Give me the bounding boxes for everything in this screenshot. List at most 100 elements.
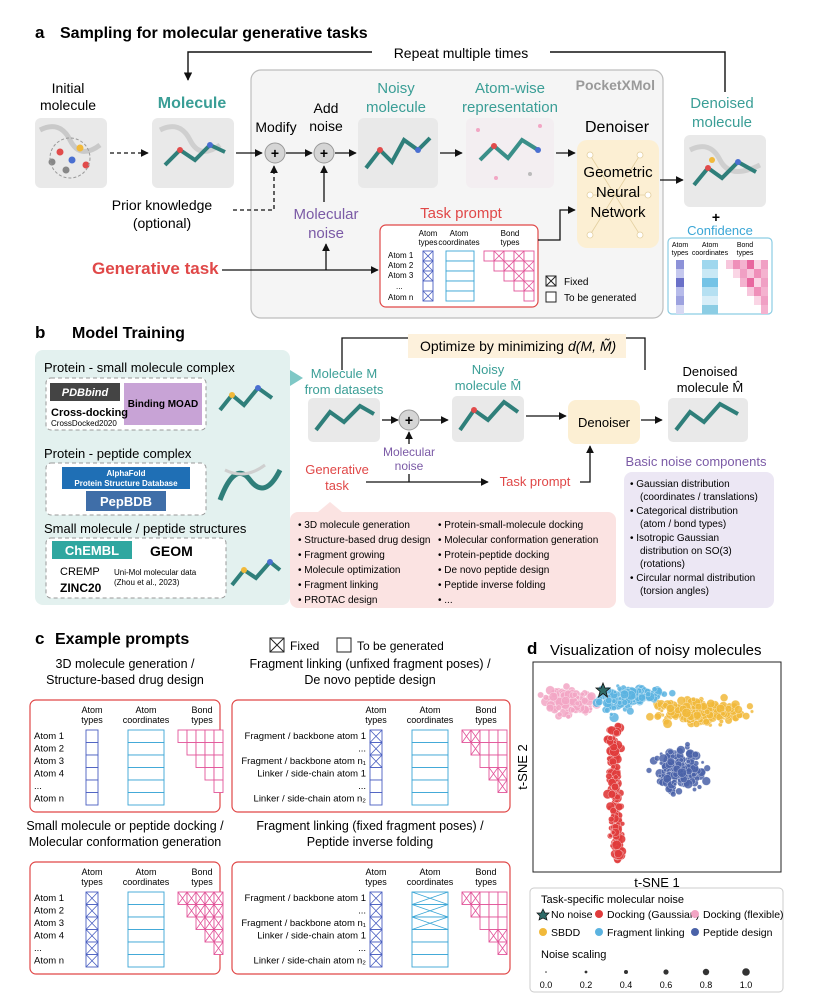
conf-coord-cell [702,260,718,269]
c-legend-fixed-label: Fixed [290,639,319,653]
a-col-types-1: Atom [419,229,438,238]
molecule-image [152,118,234,188]
dataset-3-heading: Small molecule / peptide structures [44,521,247,536]
conf-bond-cell [761,278,768,287]
sbdd-point [706,699,716,708]
prompt-bond-cell [195,916,206,930]
a-atom-row-2: Atom 2 [388,261,414,270]
prompt-bond-cell [470,729,481,743]
unimol-text-2: (Zhou et al., 2023) [114,578,180,587]
task-right-item: • Molecular conformation generation [438,535,598,546]
scaling-marker [742,968,750,976]
sbdd-point [719,719,724,724]
sbdd-point [694,703,703,711]
task-prompt-matrix [422,250,535,302]
task-left-item: • Fragment linking [298,580,378,591]
conf-type-cell [676,287,684,296]
legend-marker [691,910,699,918]
prompt-row-label: Atom n [34,794,64,805]
col-header: coordinates [123,877,170,887]
flexible-point [571,691,578,698]
tasks-pointer [318,502,342,512]
flexible-point [548,692,558,702]
prompt-bond-cell [195,891,206,905]
a-col-bonds-2: types [500,238,519,247]
conf-bond-cell [754,260,761,269]
prompt-bond-cell [204,767,215,781]
prompt-bond-cell [479,754,490,768]
conf-coord-cell [702,287,718,296]
peptide-point [701,776,711,786]
scaling-tick: 0.0 [540,980,553,990]
noise-component-line: • Circular normal distribution [630,573,755,584]
c-legend-fixed-box [269,637,285,653]
prompt-title: De novo peptide design [304,673,435,687]
prompt-title: Structure-based drug design [46,673,204,687]
prompt-bond-cell [177,891,188,905]
prompt-bond-cell [488,904,499,918]
prompt-bond-cell [213,929,224,943]
a-bond-cell [493,250,505,262]
prompt-coord-cell [127,891,165,905]
scaling-tick: 0.2 [580,980,593,990]
tsne-scatter [537,681,754,864]
prompt-bond-cell [497,767,508,781]
prompt-type-cell [85,941,99,955]
col-header: types [365,877,387,887]
prompt-coord-cell [411,916,449,930]
docking-point [607,735,614,741]
sbdd-point [746,702,754,710]
scaling-marker [584,970,588,974]
prompt-bond-cell [204,904,215,918]
col-header: Atom [81,705,102,715]
dataset-2-peptide [217,463,283,501]
peptide-point [667,748,674,755]
a-bond-cell [523,260,535,272]
prompt-bond-cell [497,742,508,756]
prompt-row-label: Atom 3 [34,756,64,767]
b-denoiser-label: Denoiser [578,415,631,430]
a-atom-row-4: ... [396,282,403,291]
prompt-type-cell [369,792,383,806]
prompt-2: Fragment linking (unfixed fragment poses… [231,657,511,813]
a-bond-cell [523,250,535,262]
col-header: Atom [81,867,102,877]
initial-molecule-label-2: molecule [40,97,96,113]
prompt-coord-cell [411,891,449,905]
col-header: Atom [419,867,440,877]
molecule-label: Molecule [158,95,227,112]
sbdd-point [676,696,686,706]
prompt-bond-cell [195,754,206,768]
conf-bond-cell [761,296,768,305]
col-header: coordinates [123,715,170,725]
alphafold-text-1: AlphaFold [106,469,145,478]
prompt-bond-cell [470,904,481,918]
panel-c-letter: c [35,629,44,648]
prompt-coord-cell [127,954,165,968]
optimize-formula: d(M, M̃) [568,338,616,354]
conf-bond-cell [740,260,747,269]
col-header: coordinates [407,877,454,887]
a-coord-cell [445,280,475,292]
conf-bond-cell [747,260,754,269]
prompt-row-label: Atom n [34,956,64,967]
peptide-point [677,767,687,778]
peptide-point [676,745,686,755]
conf-bond-cell [761,260,768,269]
prompt-row-label: Atom 2 [34,744,64,755]
panel-b-title: Model Training [72,325,185,342]
prompt-bond-cell [488,742,499,756]
legend-marker [595,910,603,918]
pdbbind-text: PDBbind [62,387,109,399]
prompt-type-cell [85,954,99,968]
prompt-bond-cell [204,891,215,905]
conf-type-cell [676,305,684,314]
prompt-bond-cell [488,767,499,781]
sbdd-point [692,710,702,720]
fraglink-point [618,696,622,701]
prompt-bond-cell [461,729,472,743]
geom-text: GEOM [150,543,193,559]
prompt-bond-cell [461,891,472,905]
prompt-bond-cell [195,729,206,743]
prompt-row-label: ... [358,744,366,755]
